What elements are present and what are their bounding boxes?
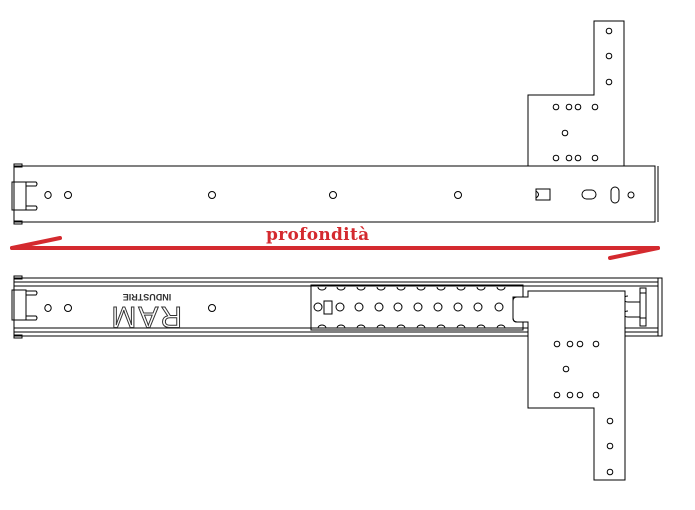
depth-label: profondità xyxy=(266,225,370,245)
depth-arrow xyxy=(10,236,660,260)
bottom-rail xyxy=(11,275,663,339)
top-bracket xyxy=(527,20,625,166)
top-rail xyxy=(11,163,659,225)
top-bracket-holes xyxy=(552,27,613,162)
bottom-bracket-holes xyxy=(553,340,614,476)
brand-name: RAM xyxy=(109,300,183,334)
brand-logo: RAM INDUSTRIE xyxy=(109,292,183,334)
ball-bearings xyxy=(313,286,506,329)
